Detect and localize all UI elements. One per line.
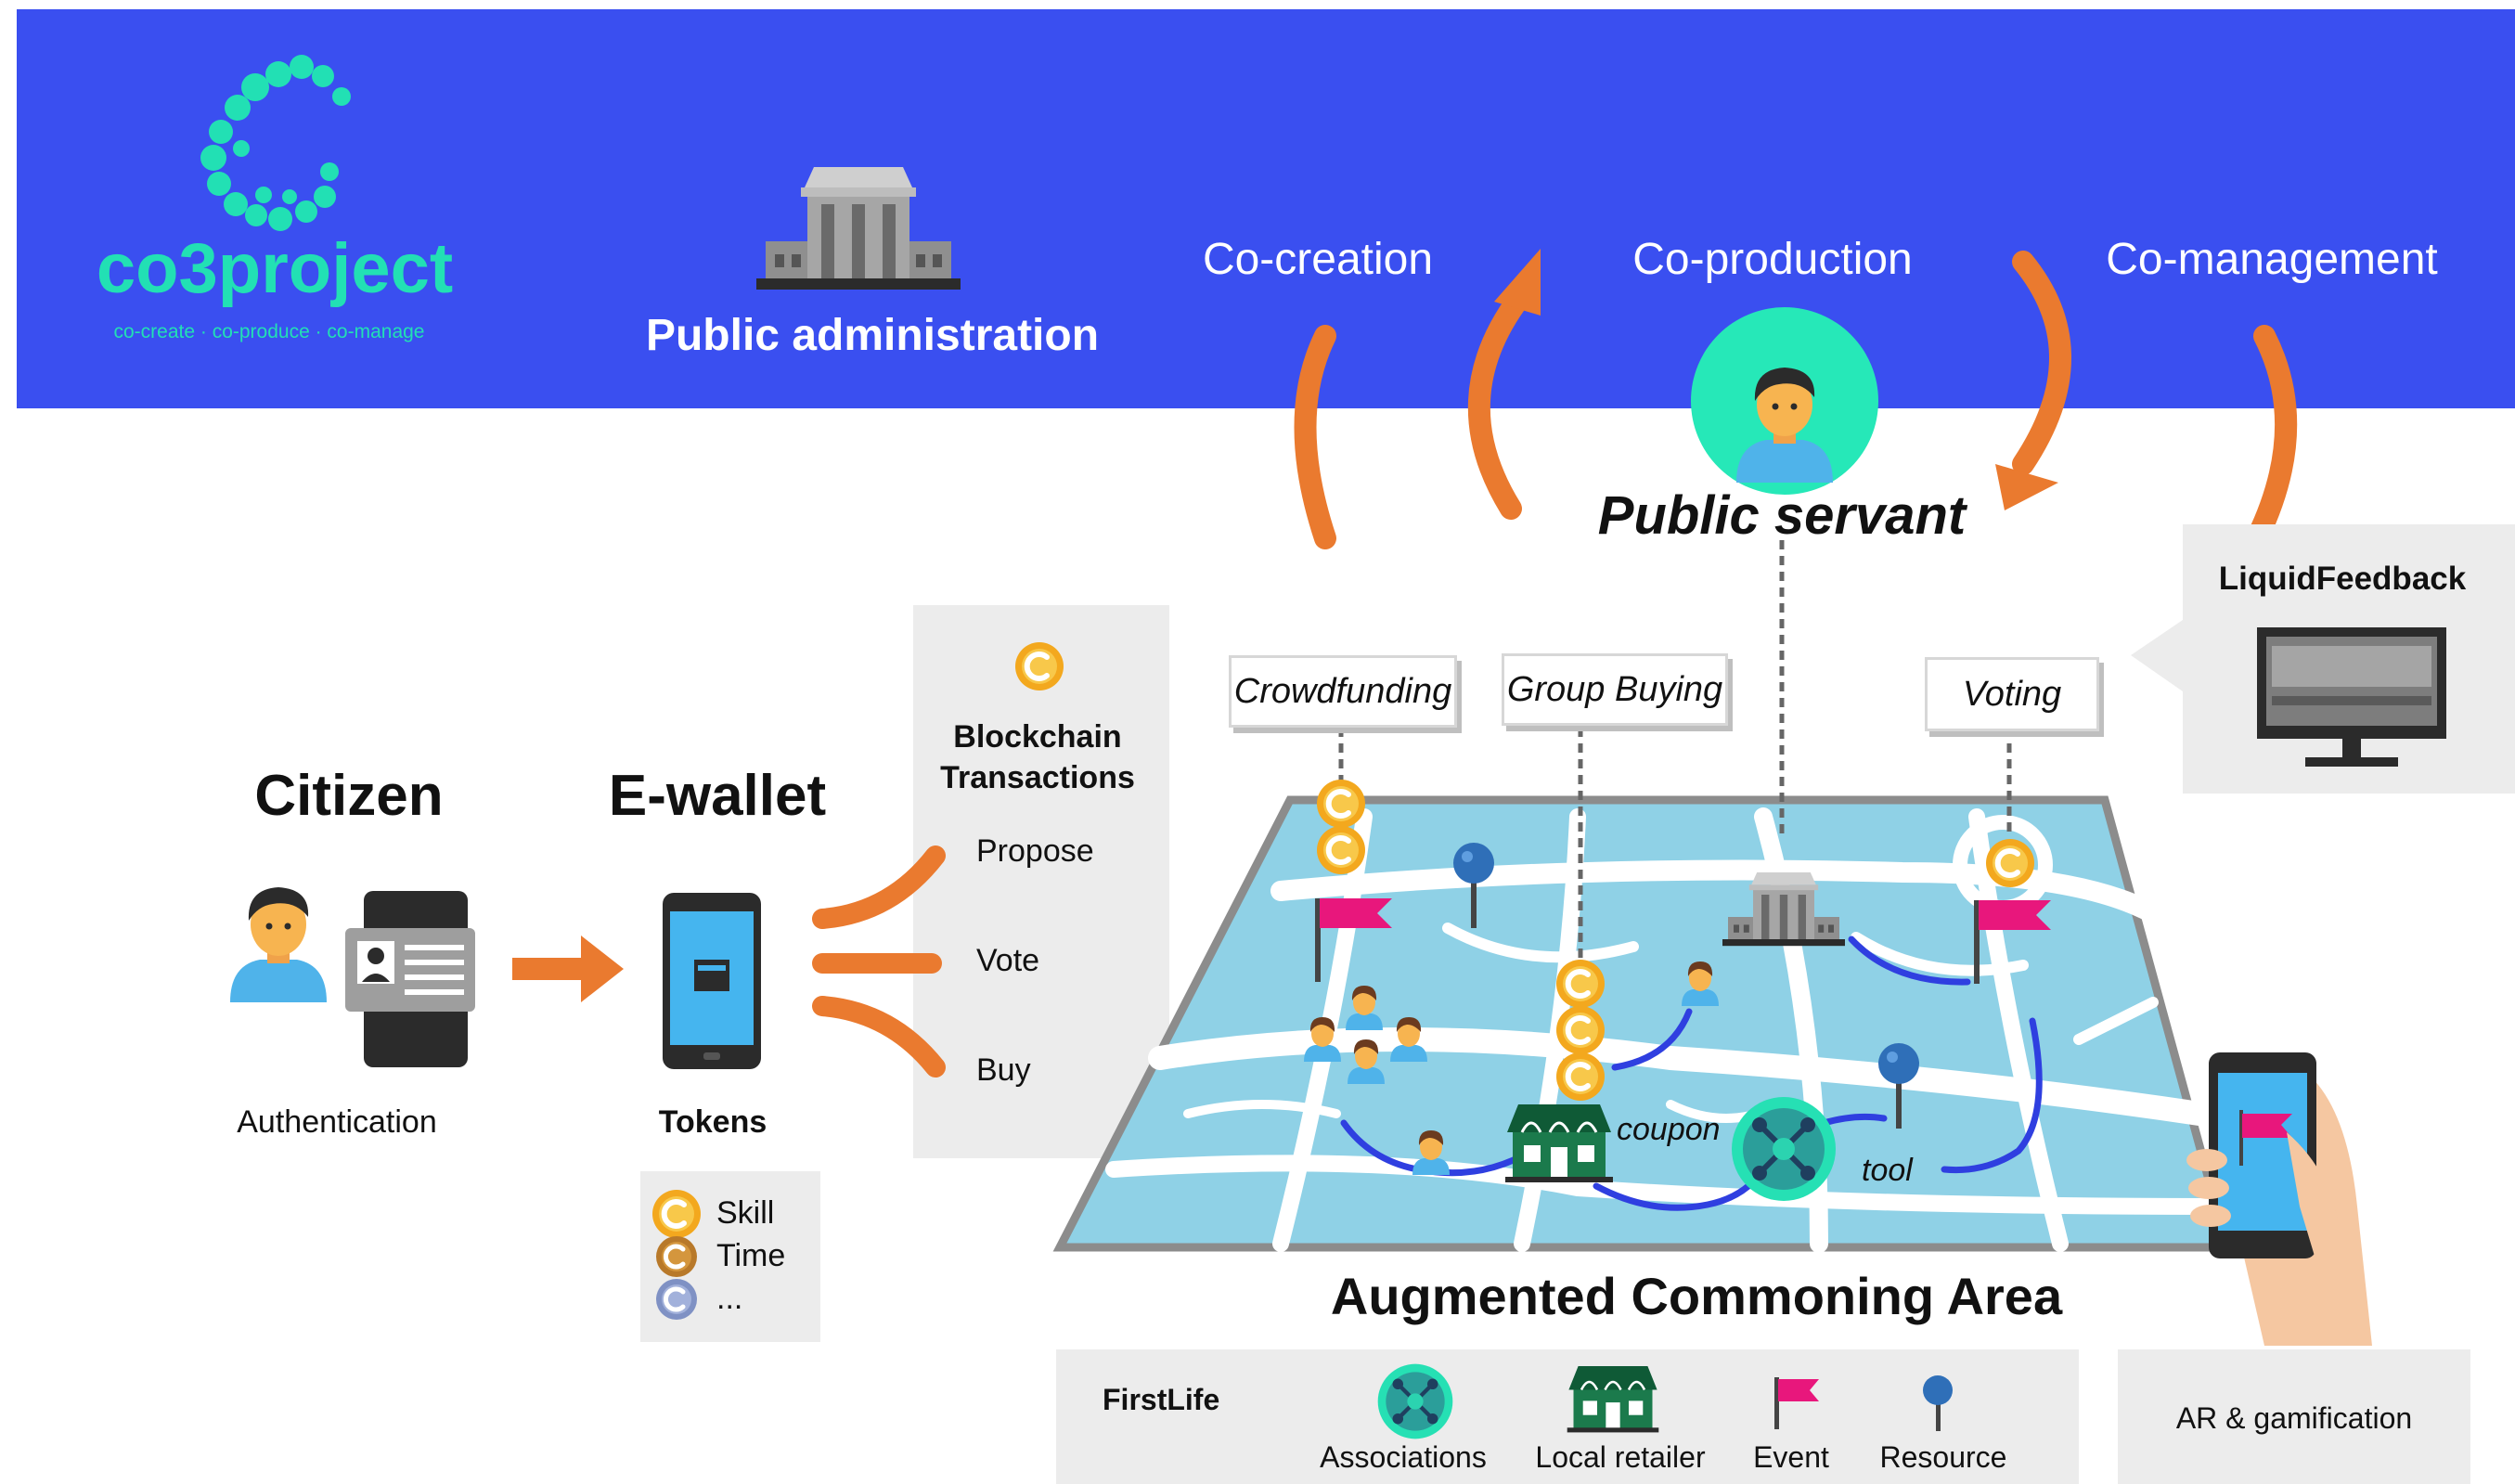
ar-gamification-label: AR & gamification <box>2175 1401 2413 1435</box>
stage-co-creation: Co-creation <box>1202 235 1434 284</box>
coupon-annotation: coupon <box>1617 1112 1721 1147</box>
coin-icon <box>1556 960 1605 1008</box>
ar-panel <box>2118 1349 2470 1484</box>
legend-event: Event <box>1753 1440 1829 1474</box>
legend-resource: Resource <box>1879 1440 2007 1474</box>
legend-associations: Associations <box>1320 1440 1487 1474</box>
firstlife-panel <box>1056 1349 2079 1484</box>
action-buy: Buy <box>976 1052 1031 1088</box>
blockchain-title: Blockchain Transactions <box>940 719 1135 795</box>
citizen-figure <box>230 887 475 1067</box>
firstlife-title: FirstLife <box>1103 1383 1220 1416</box>
liquidfeedback-label: LiquidFeedback <box>2218 561 2467 597</box>
commoning-map <box>1052 795 2233 1253</box>
associations-legend-icon <box>1378 1364 1453 1439</box>
header-band <box>17 9 2515 408</box>
coin-icon <box>1317 826 1365 874</box>
blockchain-panel <box>913 605 1169 1158</box>
group-buying-label: Group Buying <box>1502 653 1728 726</box>
token-time: Time <box>716 1238 786 1273</box>
legend-local-retailer: Local retailer <box>1535 1440 1706 1474</box>
token-other: ... <box>716 1281 743 1316</box>
local-retailer-legend-icon <box>1566 1364 1660 1434</box>
stage-co-production: Co-production <box>1632 235 1913 284</box>
tool-annotation: tool <box>1862 1153 1913 1188</box>
dashed-connectors <box>1338 540 2012 965</box>
skill-coin-icon <box>652 1190 701 1238</box>
action-propose: Propose <box>976 833 1094 869</box>
ewallet-title: E-wallet <box>608 764 827 828</box>
public-servant-label: Public servant <box>1597 485 1967 546</box>
token-skill: Skill <box>716 1195 775 1231</box>
area-title: Augmented Commoning Area <box>1330 1267 2063 1325</box>
voting-label: Voting <box>1925 657 2099 731</box>
brand-tagline: co-create · co-produce · co-manage <box>113 321 425 342</box>
event-legend-icon <box>1774 1377 1819 1429</box>
citizen-title: Citizen <box>254 764 444 828</box>
crowdfunding-label: Crowdfunding <box>1229 655 1457 728</box>
transaction-arrows <box>812 845 946 1078</box>
shop-icon <box>1503 1103 1615 1184</box>
resource-legend-icon <box>1923 1375 1953 1431</box>
coin-icon <box>1556 1006 1605 1054</box>
ewallet-caption: Tokens <box>658 1104 767 1140</box>
coin-icon <box>1556 1052 1605 1101</box>
hand-phone-icon <box>2186 1052 2372 1346</box>
coin-icon <box>1317 780 1365 828</box>
associations-icon <box>1732 1097 1836 1201</box>
coin-icon <box>1015 642 1064 690</box>
action-vote: Vote <box>976 943 1040 978</box>
co3-logo-icon <box>200 55 351 231</box>
citizen-caption: Authentication <box>237 1104 437 1140</box>
monitor-icon <box>2257 627 2446 767</box>
coin-icon <box>1986 839 2034 887</box>
stage-co-management: Co-management <box>2106 235 2438 284</box>
citizen-arrow-icon <box>512 936 624 1002</box>
public-administration-label: Public administration <box>645 311 1100 360</box>
smartphone-icon <box>663 893 761 1069</box>
time-coin-icon <box>656 1236 697 1277</box>
other-coin-icon <box>656 1279 697 1320</box>
brand-name: co3project <box>96 229 454 308</box>
cycle-arrows <box>1294 249 2298 549</box>
